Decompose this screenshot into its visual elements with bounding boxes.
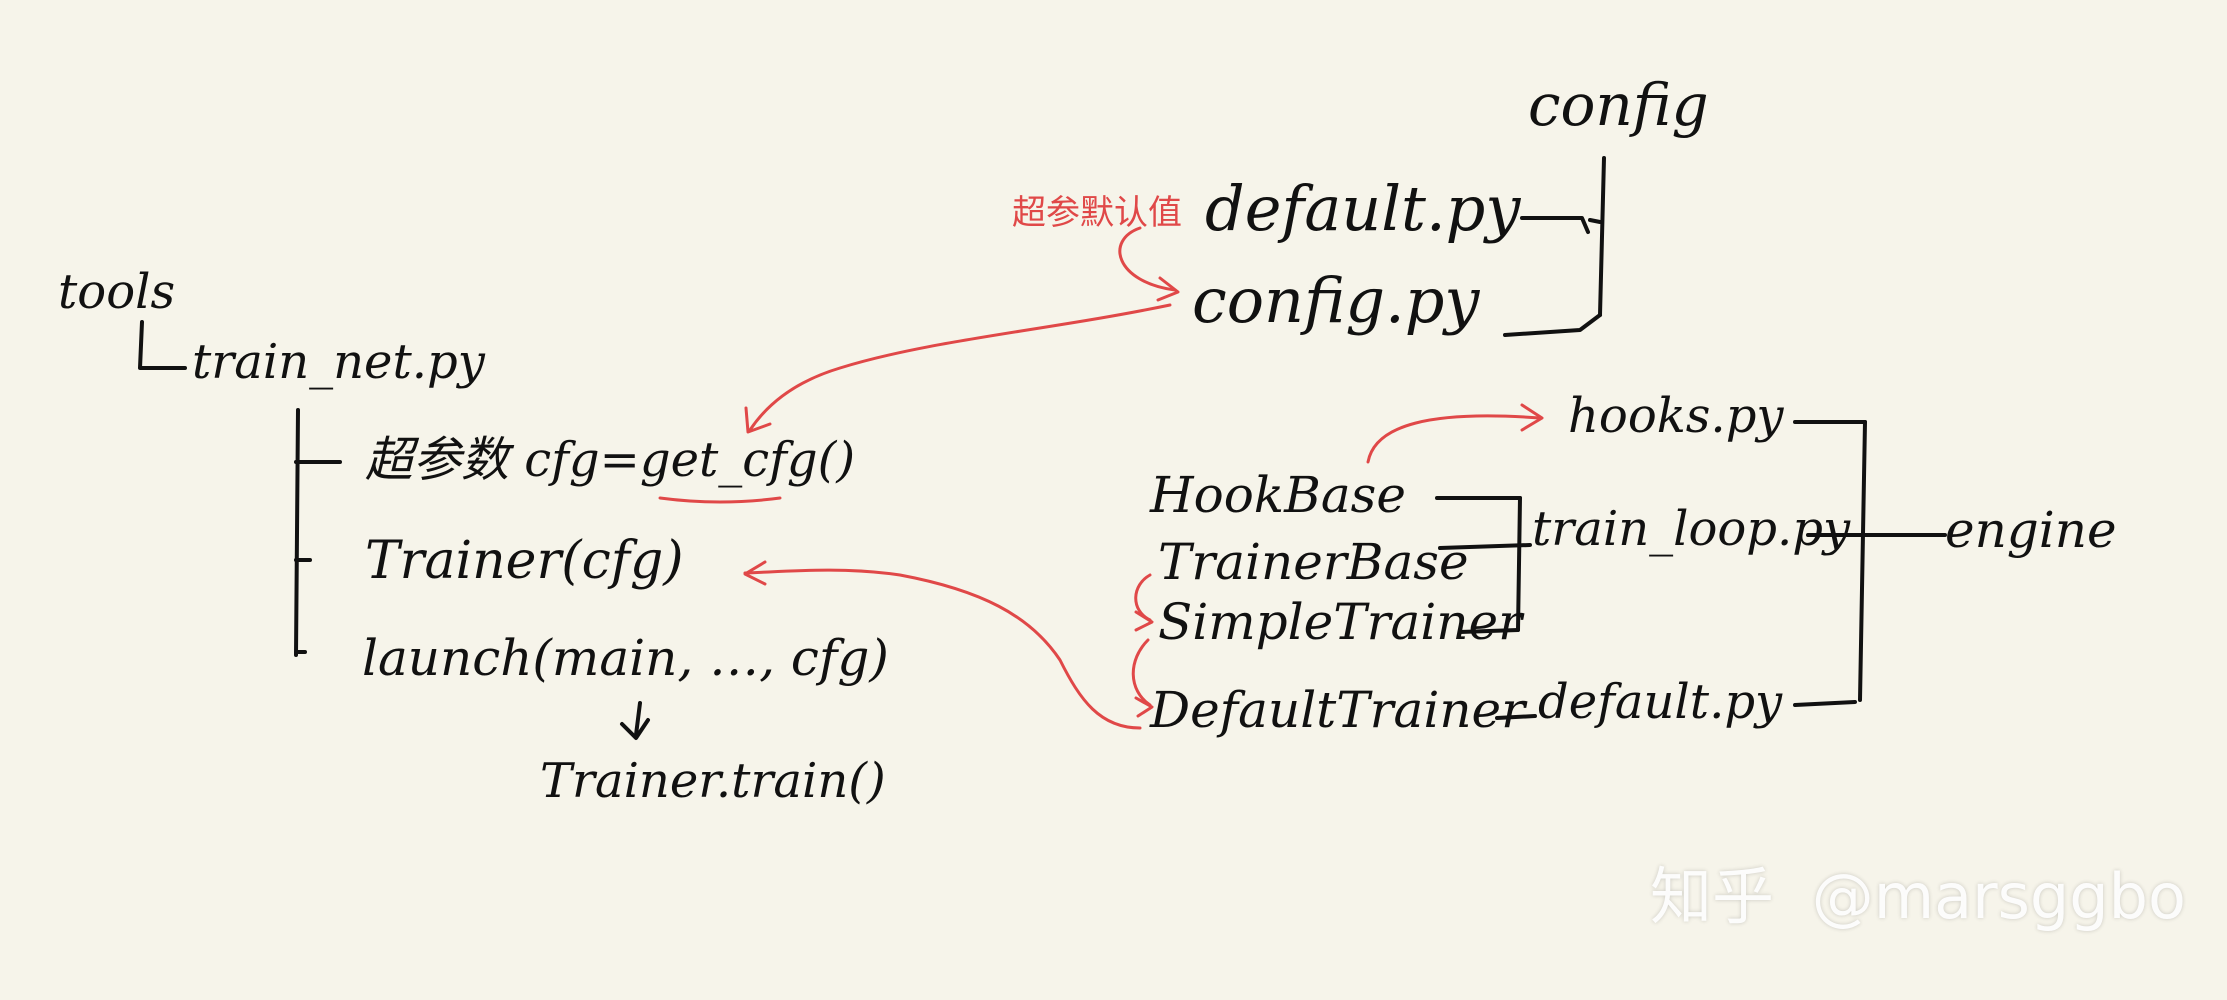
hyperparams-step-label: 超参数 cfg=get_cfg() bbox=[365, 432, 856, 488]
hookbase-to-hooks-arrow bbox=[1366, 414, 1542, 464]
config-bracket-bottom bbox=[1503, 313, 1602, 337]
tools-branch-line bbox=[138, 320, 187, 370]
config-default-annotation: 超参默认值 bbox=[1012, 193, 1182, 233]
train-loop-bracket-mid bbox=[1438, 543, 1532, 550]
watermark-handle: @marsggbo bbox=[1811, 860, 2186, 933]
hooks-arrowhead bbox=[1520, 403, 1544, 432]
tools-label: tools bbox=[58, 264, 176, 320]
trainer-arrowhead bbox=[743, 560, 767, 586]
engine-bracket-bottom bbox=[1793, 700, 1857, 707]
zhihu-watermark: 知乎 @marsggbo bbox=[1650, 866, 2186, 928]
hooks-file-label: hooks.py bbox=[1568, 388, 1784, 444]
config-file-label: config.py bbox=[1192, 264, 1480, 337]
config-bracket-join bbox=[1588, 218, 1602, 224]
config-to-getcfg-arrow bbox=[748, 303, 1172, 432]
train-net-file-label: train_net.py bbox=[192, 334, 485, 390]
engine-default-file-label: default.py bbox=[1538, 674, 1783, 730]
trainerbase-class-label: TrainerBase bbox=[1158, 533, 1469, 591]
annotation-arrow bbox=[1118, 226, 1177, 292]
simpletrainer-class-label: SimpleTrainer bbox=[1158, 593, 1522, 651]
simple-to-default-arrow bbox=[1131, 638, 1152, 707]
watermark-site: 知乎 bbox=[1650, 860, 1775, 933]
defaulttrainer-class-label: DefaultTrainer bbox=[1150, 681, 1526, 739]
trainer-train-label: Trainer.train() bbox=[540, 753, 886, 809]
train-loop-bracket-bottom bbox=[1458, 628, 1520, 634]
engine-bracket-vertical bbox=[1858, 420, 1867, 702]
launch-arrow-shaft bbox=[634, 701, 642, 737]
config-bracket-vertical bbox=[1598, 156, 1606, 317]
default-trainer-to-trainer-arrow bbox=[743, 568, 1142, 730]
default-trainer-dash bbox=[1495, 714, 1537, 720]
get-cfg-underline bbox=[658, 496, 782, 504]
default-arrowhead bbox=[1134, 696, 1154, 718]
hookbase-class-label: HookBase bbox=[1150, 466, 1406, 524]
config-group-label: config bbox=[1528, 71, 1709, 139]
trainer-step-label: Trainer(cfg) bbox=[365, 531, 684, 591]
config-arrowhead bbox=[744, 406, 772, 434]
launch-arrow-head bbox=[620, 718, 650, 740]
annotation-arrowhead bbox=[1156, 276, 1180, 302]
engine-group-label: engine bbox=[1945, 501, 2117, 559]
train-loop-file-label: train_loop.py bbox=[1532, 501, 1851, 557]
config-default-file-label: default.py bbox=[1205, 172, 1521, 245]
train-net-bracket bbox=[294, 408, 300, 657]
train-loop-bracket-vertical bbox=[1516, 496, 1522, 632]
launch-step-label: launch(main, …, cfg) bbox=[362, 629, 889, 687]
simple-arrowhead bbox=[1134, 610, 1154, 632]
config-bracket-top bbox=[1520, 216, 1590, 234]
